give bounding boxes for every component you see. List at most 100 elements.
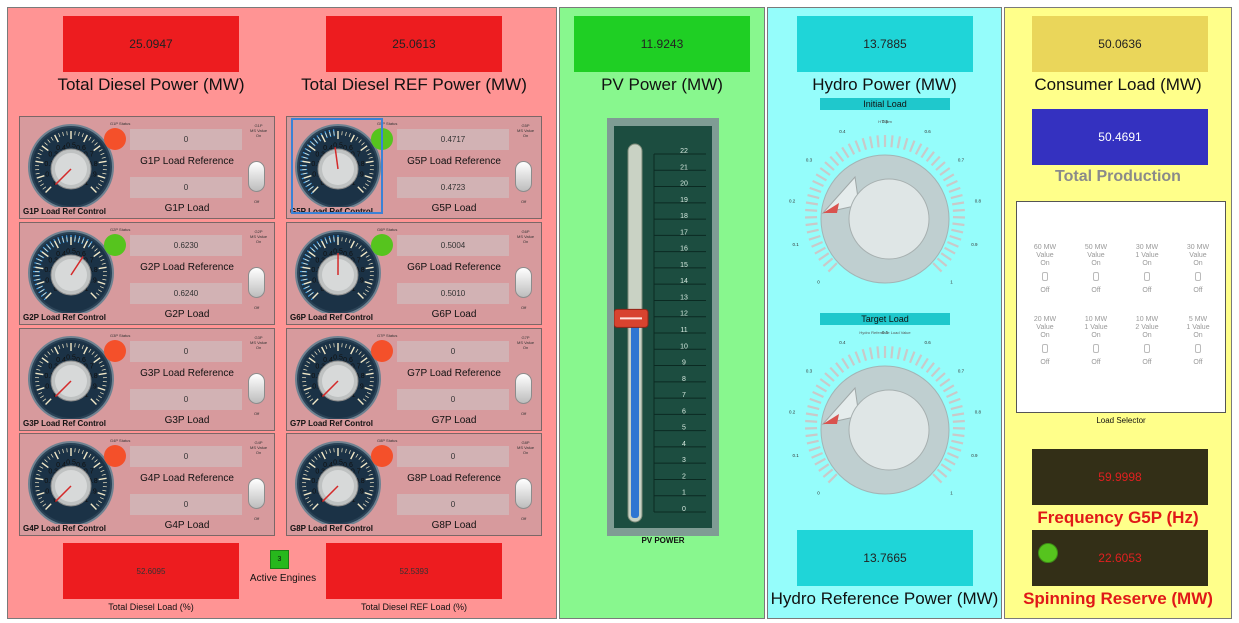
status-led (371, 445, 393, 467)
total-diesel-load-display: 52.6095 (63, 543, 239, 599)
dial-tick-label: 1 (85, 392, 89, 399)
load-selector-switch[interactable]: 30 MW Value On Off (1175, 244, 1221, 295)
dial-tick-label: 0.8 (88, 478, 98, 485)
slider-tick-label: 13 (680, 294, 688, 301)
load-selector-switch[interactable]: 30 MW 1 Value On Off (1124, 244, 1170, 295)
ms-value-switch[interactable] (248, 478, 265, 509)
dial-tick-label: 0.6 (76, 357, 86, 364)
consumer-panel: 50.0636 Consumer Load (MW) 50.4691 Total… (1004, 7, 1232, 619)
dial-tick-label: 0.8 (355, 478, 365, 485)
status-led (104, 234, 126, 256)
load-ref-dial[interactable]: 00.10.20.30.40.50.60.70.80.91 (25, 333, 117, 419)
load-selector-switch[interactable]: 60 MW Value On Off (1022, 244, 1068, 295)
load-reference-value: 0 (397, 341, 509, 362)
selector-size-label: 50 MW (1084, 244, 1108, 251)
hydro-ref-power-value: 13.7665 (863, 551, 907, 565)
load-ref-control-label: G5P Load Ref Control (290, 207, 373, 216)
knob-unit-label: HTSpm (878, 119, 892, 124)
selector-toggle-icon[interactable] (1195, 344, 1201, 353)
load-reference-value: 0 (130, 446, 242, 467)
dial-needle (334, 147, 339, 170)
status-label: G7P Status (377, 333, 398, 338)
dial-tick-label: 0.8 (88, 267, 98, 274)
hydro-power-value: 13.7885 (863, 37, 907, 51)
slider-tick-label: 2 (682, 473, 686, 480)
dial-tick-label: 0.1 (312, 383, 322, 390)
ms-value-switch[interactable] (515, 478, 532, 509)
load-selector-switch[interactable]: 20 MW Value On Off (1022, 316, 1068, 367)
slider-tick-label: 16 (680, 246, 688, 253)
load-selector-switch[interactable]: 10 MW 1 Value On Off (1073, 316, 1119, 367)
dial-tick-label: 0.2 (311, 373, 321, 380)
slider-tick-label: 11 (680, 327, 687, 334)
dial-tick-label: 0.6 (343, 357, 353, 364)
knob-tick-label: 0.9 (971, 242, 978, 247)
load-value: 0.6240 (130, 283, 242, 304)
ms-value-switch[interactable] (248, 267, 265, 298)
generator-card-g7p: 00.10.20.30.40.50.60.70.80.91 G7P Load R… (286, 328, 542, 431)
selector-toggle-icon[interactable] (1042, 272, 1048, 281)
slider-tick-label: 19 (680, 197, 688, 204)
consumer-load-display: 50.0636 (1032, 16, 1208, 72)
status-led (104, 340, 126, 362)
total-diesel-ref-load-label: Total Diesel REF Load (%) (360, 602, 468, 612)
spinning-reserve-value: 22.6053 (1098, 551, 1142, 565)
ms-value-switch[interactable] (515, 161, 532, 192)
active-engines-count: 3 (270, 550, 289, 569)
load-ref-dial[interactable]: 00.10.20.30.40.50.60.70.80.91 (292, 333, 384, 419)
status-led (104, 445, 126, 467)
ms-value-switch[interactable] (515, 267, 532, 298)
dial-tick-label: 0.3 (48, 364, 58, 371)
ms-value-switch[interactable] (248, 161, 265, 192)
load-selector-switch[interactable]: 10 MW 2 Value On Off (1124, 316, 1170, 367)
dial-tick-label: 0.9 (354, 488, 364, 495)
load-value: 0 (130, 389, 242, 410)
load-reference-value: 0.4717 (397, 129, 509, 150)
frequency-display: 59.9998 (1032, 449, 1208, 505)
selector-toggle-icon[interactable] (1093, 272, 1099, 281)
dial-tick-label: 0.7 (351, 258, 361, 265)
dial-tick-label: 0.9 (87, 171, 97, 178)
selector-toggle-icon[interactable] (1042, 344, 1048, 353)
load-selector-switch[interactable]: 50 MW Value On Off (1073, 244, 1119, 295)
load-ref-dial[interactable]: 00.10.20.30.40.50.60.70.80.91 (25, 438, 117, 524)
dial-tick-label: 0.5 (66, 249, 76, 256)
ms-value-switch[interactable] (515, 373, 532, 404)
hydro-power-label: Hydro Power (MW) (812, 75, 957, 94)
load-reference-label: G4P Load Reference (140, 473, 234, 484)
dial-needle (321, 380, 339, 398)
pv-power-display: 11.9243 (574, 16, 750, 72)
dial-needle (54, 168, 72, 186)
total-diesel-load-label: Total Diesel Load (%) (108, 602, 194, 612)
dial-tick-label: 0.5 (333, 143, 343, 150)
load-selector-switch[interactable]: 5 MW 1 Value On Off (1175, 316, 1221, 367)
load-ref-dial[interactable]: 00.10.20.30.40.50.60.70.80.91 (25, 121, 117, 207)
selector-value-label: Value (1036, 324, 1054, 331)
knob-tick-label: 0.7 (958, 369, 965, 374)
selector-toggle-icon[interactable] (1093, 344, 1099, 353)
diesel-panel: 25.0947 Total Diesel Power (MW) 25.0613 … (7, 7, 557, 619)
knob-tick-label: 0.1 (792, 242, 799, 247)
total-diesel-ref-power-value: 25.0613 (392, 37, 436, 51)
total-diesel-power-label: Total Diesel Power (MW) (57, 75, 245, 94)
selector-toggle-icon[interactable] (1195, 272, 1201, 281)
dial-tick-label: 0.9 (354, 171, 364, 178)
selector-toggle-icon[interactable] (1144, 344, 1150, 353)
load-reference-value: 0 (130, 341, 242, 362)
ms-value-switch[interactable] (248, 373, 265, 404)
load-label: G5P Load (431, 203, 477, 214)
load-ref-dial[interactable]: 00.10.20.30.40.50.60.70.80.91 (292, 438, 384, 524)
status-led (371, 128, 393, 150)
switch-off-label: Off (521, 305, 527, 310)
selector-toggle-icon[interactable] (1144, 272, 1150, 281)
